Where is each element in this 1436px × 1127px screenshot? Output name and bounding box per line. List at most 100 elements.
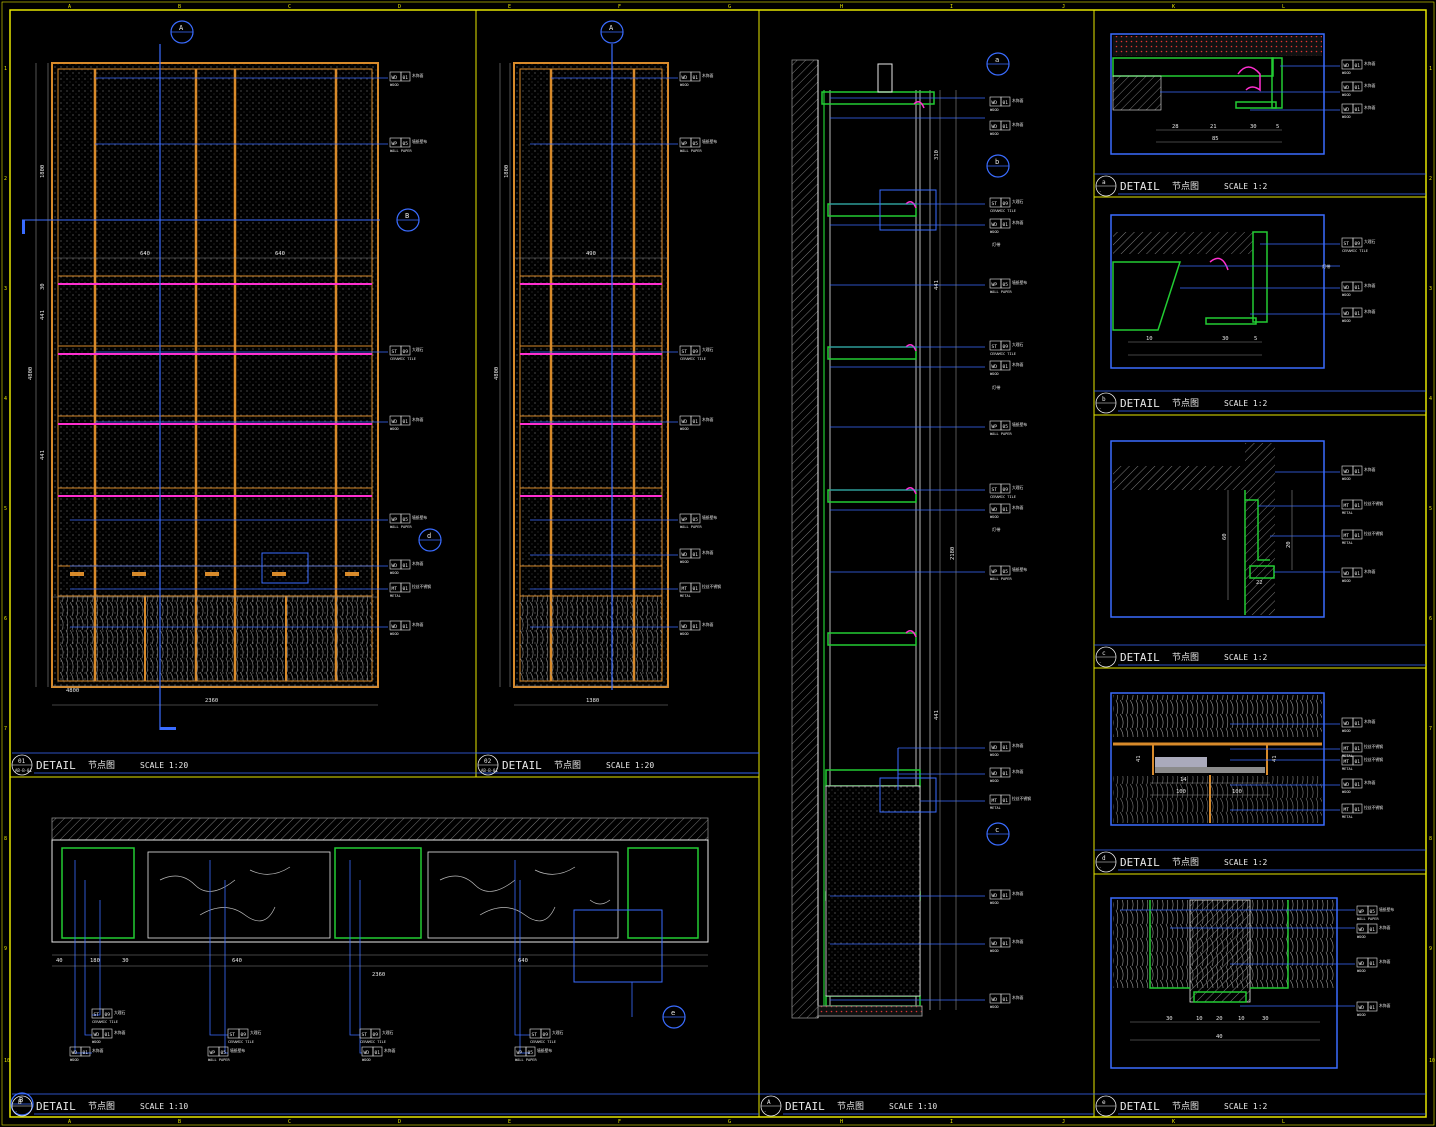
dim-28: 28: [1172, 124, 1179, 130]
detail-sheet-ref: AB-B-01: [481, 768, 498, 773]
tag-material-en: CERAMIC TILE: [530, 1040, 556, 1044]
detail-sheet-ref: -: [1099, 660, 1101, 665]
dim-22: 22: [1256, 580, 1263, 586]
tag-material-cn: 拉丝不锈钢: [1012, 796, 1031, 801]
detail-word: DETAIL: [502, 759, 542, 772]
detail-sheet-ref: -: [1099, 189, 1101, 194]
dim-5: 5: [1254, 336, 1257, 342]
grid-number: 8: [1429, 836, 1432, 842]
tag-number: 01: [1355, 746, 1361, 752]
detail-number: c: [1102, 650, 1106, 657]
section-marker-A: A: [170, 20, 194, 44]
tag-number: 01: [105, 1032, 111, 1038]
tag-number: 09: [105, 1012, 111, 1018]
tag-material-en: WALL PAPER: [990, 432, 1012, 436]
tag-material-en: WOOD: [990, 132, 999, 136]
marker-label: b: [995, 158, 999, 166]
tag-material-en: WOOD: [92, 1040, 101, 1044]
tag-material-en: CERAMIC TILE: [990, 495, 1016, 499]
tag-code: WP: [992, 282, 998, 288]
dim-row: 441: [40, 310, 46, 320]
tag-material-cn: 木饰面: [1379, 959, 1391, 964]
detail-scale: SCALE 1:2: [1224, 399, 1268, 408]
grid-number: 6: [4, 616, 7, 622]
tag-number: 01: [83, 1050, 89, 1056]
dim-85: 85: [1212, 136, 1219, 142]
tag-material-cn: 大理石: [1012, 485, 1024, 490]
tag-material-en: CERAMIC TILE: [92, 1020, 118, 1024]
tag-material-cn: 木饰面: [114, 1030, 126, 1035]
dim-mid: 640: [140, 251, 150, 257]
tag-code: WD: [1344, 285, 1350, 291]
dim-mid: 490: [586, 251, 596, 257]
tag-material-cn: 拉丝不锈钢: [702, 584, 721, 589]
tag-material-cn: 木饰面: [1364, 283, 1376, 288]
tag-material-cn: 木饰面: [1012, 362, 1024, 367]
tag-code: WP: [392, 517, 398, 523]
detail-number: b: [1102, 396, 1106, 403]
detail-e: 30 10 20 10 30 40: [1110, 897, 1355, 1069]
tag-number: 05: [1003, 282, 1009, 288]
detail-title-cn: 节点图: [554, 760, 581, 771]
detail-word: DETAIL: [36, 759, 76, 772]
detail-sheet-ref: -: [764, 1109, 766, 1114]
grid-letter: B: [178, 4, 181, 10]
marker-label: d: [427, 532, 431, 540]
tag-material-cn: 大理石: [1012, 342, 1024, 347]
tag-code: WP: [517, 1050, 523, 1056]
tag-material-en: WOOD: [1342, 477, 1351, 481]
tag-material-cn: 拉丝不锈钢: [1364, 757, 1383, 762]
dim-top: 1800: [40, 165, 46, 178]
grid-letter: G: [728, 1119, 731, 1125]
grid-letter: D: [398, 4, 401, 10]
grid-number: 3: [1429, 286, 1432, 292]
dim-40: 40: [56, 958, 63, 964]
tag-code: WD: [392, 624, 398, 630]
detail-sheet-ref: -: [1099, 1109, 1101, 1114]
marker-label: A: [179, 24, 184, 32]
tag-material-en: WALL PAPER: [1357, 917, 1379, 921]
tag-material-en: CERAMIC TILE: [990, 352, 1016, 356]
dim-640: 640: [232, 958, 242, 964]
tag-material-cn: 木饰面: [1012, 98, 1024, 103]
tag-number: 01: [1003, 893, 1009, 899]
light-strip-note: 灯带: [992, 241, 1000, 248]
tag-material-cn: 木饰面: [92, 1048, 104, 1053]
grid-letter: J: [1062, 1119, 1065, 1125]
grid-letter: H: [840, 4, 843, 10]
detail-number: e: [1102, 1099, 1106, 1106]
tag-number: 01: [1355, 571, 1361, 577]
tag-material-en: WALL PAPER: [515, 1058, 537, 1062]
tag-number: 09: [403, 349, 409, 355]
tag-material-cn: 木饰面: [412, 561, 424, 566]
detail-word: DETAIL: [1120, 180, 1160, 193]
tag-material-cn: 大理石: [702, 347, 714, 352]
tag-material-en: WOOD: [990, 1005, 999, 1009]
dim-30-2: 30: [1262, 1016, 1269, 1022]
dim-41-2: 41: [1272, 755, 1278, 762]
tag-material-cn: 木饰面: [1012, 122, 1024, 127]
tag-code: WD: [1344, 571, 1350, 577]
grid-letter: A: [68, 4, 71, 10]
tag-code: WD: [682, 624, 688, 630]
tag-material-en: CERAMIC TILE: [390, 357, 416, 361]
detail-scale: SCALE 1:20: [140, 761, 188, 770]
tag-number: 01: [1003, 222, 1009, 228]
